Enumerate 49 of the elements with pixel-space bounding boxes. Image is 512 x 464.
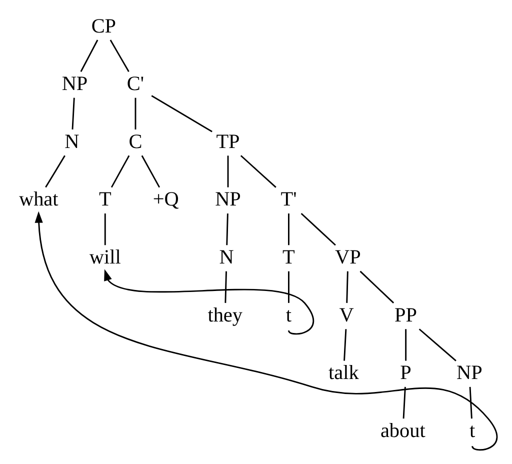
arrow	[34, 211, 498, 450]
connector	[300, 212, 336, 246]
connector	[344, 329, 347, 361]
node-text: will	[89, 246, 121, 269]
connector	[402, 386, 406, 419]
node-text: NP	[62, 73, 88, 96]
node-text: NP	[456, 362, 482, 384]
node-text: talk	[328, 362, 359, 384]
connector	[141, 155, 160, 188]
connector	[110, 155, 130, 188]
connector	[418, 328, 456, 362]
node-text: TP	[216, 130, 240, 153]
node-text: V	[339, 304, 354, 326]
node-text: about	[380, 420, 426, 442]
node-text: PP	[394, 304, 418, 326]
connector	[240, 155, 276, 188]
connector	[104, 213, 106, 246]
node-text: t	[470, 420, 476, 442]
node-text: P	[400, 362, 412, 384]
node-text: N	[219, 246, 234, 269]
node-text: C	[128, 130, 142, 153]
connector	[80, 40, 98, 72]
node-text: N	[64, 130, 80, 153]
node-text: T	[98, 188, 112, 211]
node-text: T	[282, 246, 295, 269]
connector	[227, 156, 229, 188]
connector	[134, 98, 136, 130]
node-text: t	[286, 304, 292, 326]
node-text: CP	[91, 15, 116, 38]
connector	[45, 155, 66, 188]
connector	[469, 386, 472, 419]
node-text: NP	[215, 188, 241, 211]
node-text: what	[18, 188, 58, 211]
connector	[346, 271, 348, 303]
connector	[110, 40, 130, 72]
node-text: C'	[126, 73, 144, 96]
connector	[288, 271, 290, 303]
node-text: +Q	[152, 188, 179, 211]
node-text: they	[208, 304, 243, 326]
connector	[151, 95, 212, 132]
arrow	[104, 269, 314, 335]
connector	[224, 271, 227, 303]
connector	[72, 98, 75, 130]
node-text: VP	[335, 246, 361, 269]
connector	[226, 213, 228, 246]
connector	[288, 213, 290, 246]
node-text: T'	[280, 188, 297, 211]
connector	[360, 270, 394, 304]
connector	[405, 329, 407, 361]
